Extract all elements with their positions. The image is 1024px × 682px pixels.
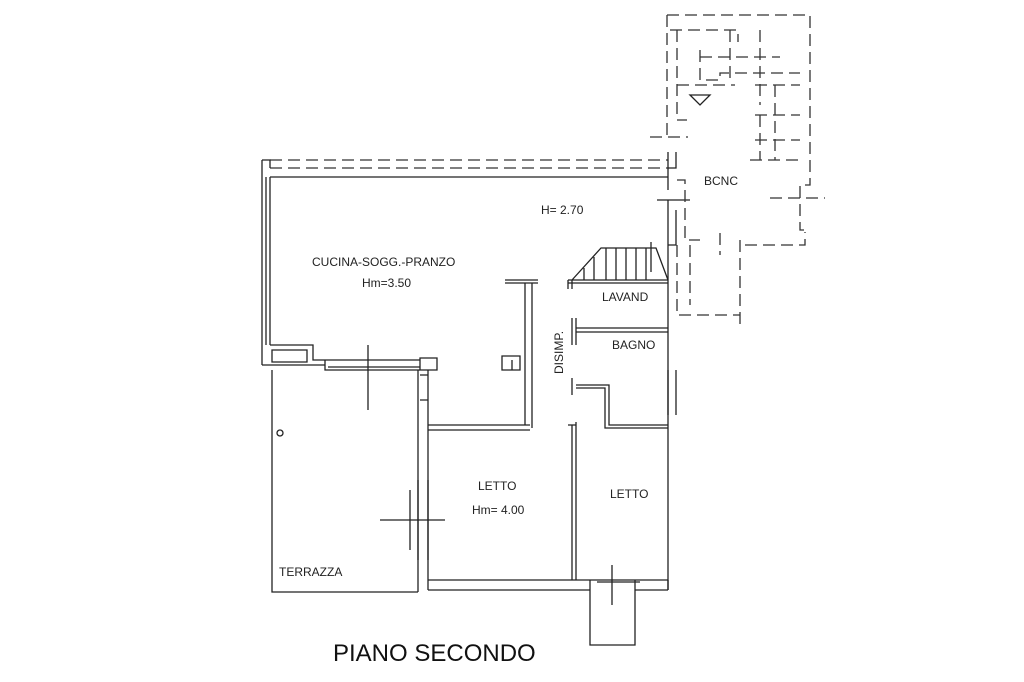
room-label-kitchen: CUCINA-SOGG.-PRANZO xyxy=(312,255,455,269)
walls xyxy=(261,152,690,646)
room-label-bathroom: BAGNO xyxy=(612,338,655,352)
room-label-laundry: LAVAND xyxy=(602,290,649,304)
bcnc-dashed-area xyxy=(650,14,825,325)
room-label-common: BCNC xyxy=(704,174,738,188)
room-labels: CUCINA-SOGG.-PRANZO Hm=3.50 H= 2.70 LAVA… xyxy=(279,174,738,579)
room-height-kitchen: Hm=3.50 xyxy=(362,276,411,290)
room-label-bedroom-2: LETTO xyxy=(610,487,648,501)
room-label-hall: DISIMP. xyxy=(552,331,566,374)
room-label-terrace: TERRAZZA xyxy=(279,565,342,579)
room-height-bedroom-1: Hm= 4.00 xyxy=(472,503,525,517)
room-height-stair: H= 2.70 xyxy=(541,203,584,217)
plan-title: PIANO SECONDO xyxy=(333,640,536,667)
room-label-bedroom-1: LETTO xyxy=(478,479,516,493)
